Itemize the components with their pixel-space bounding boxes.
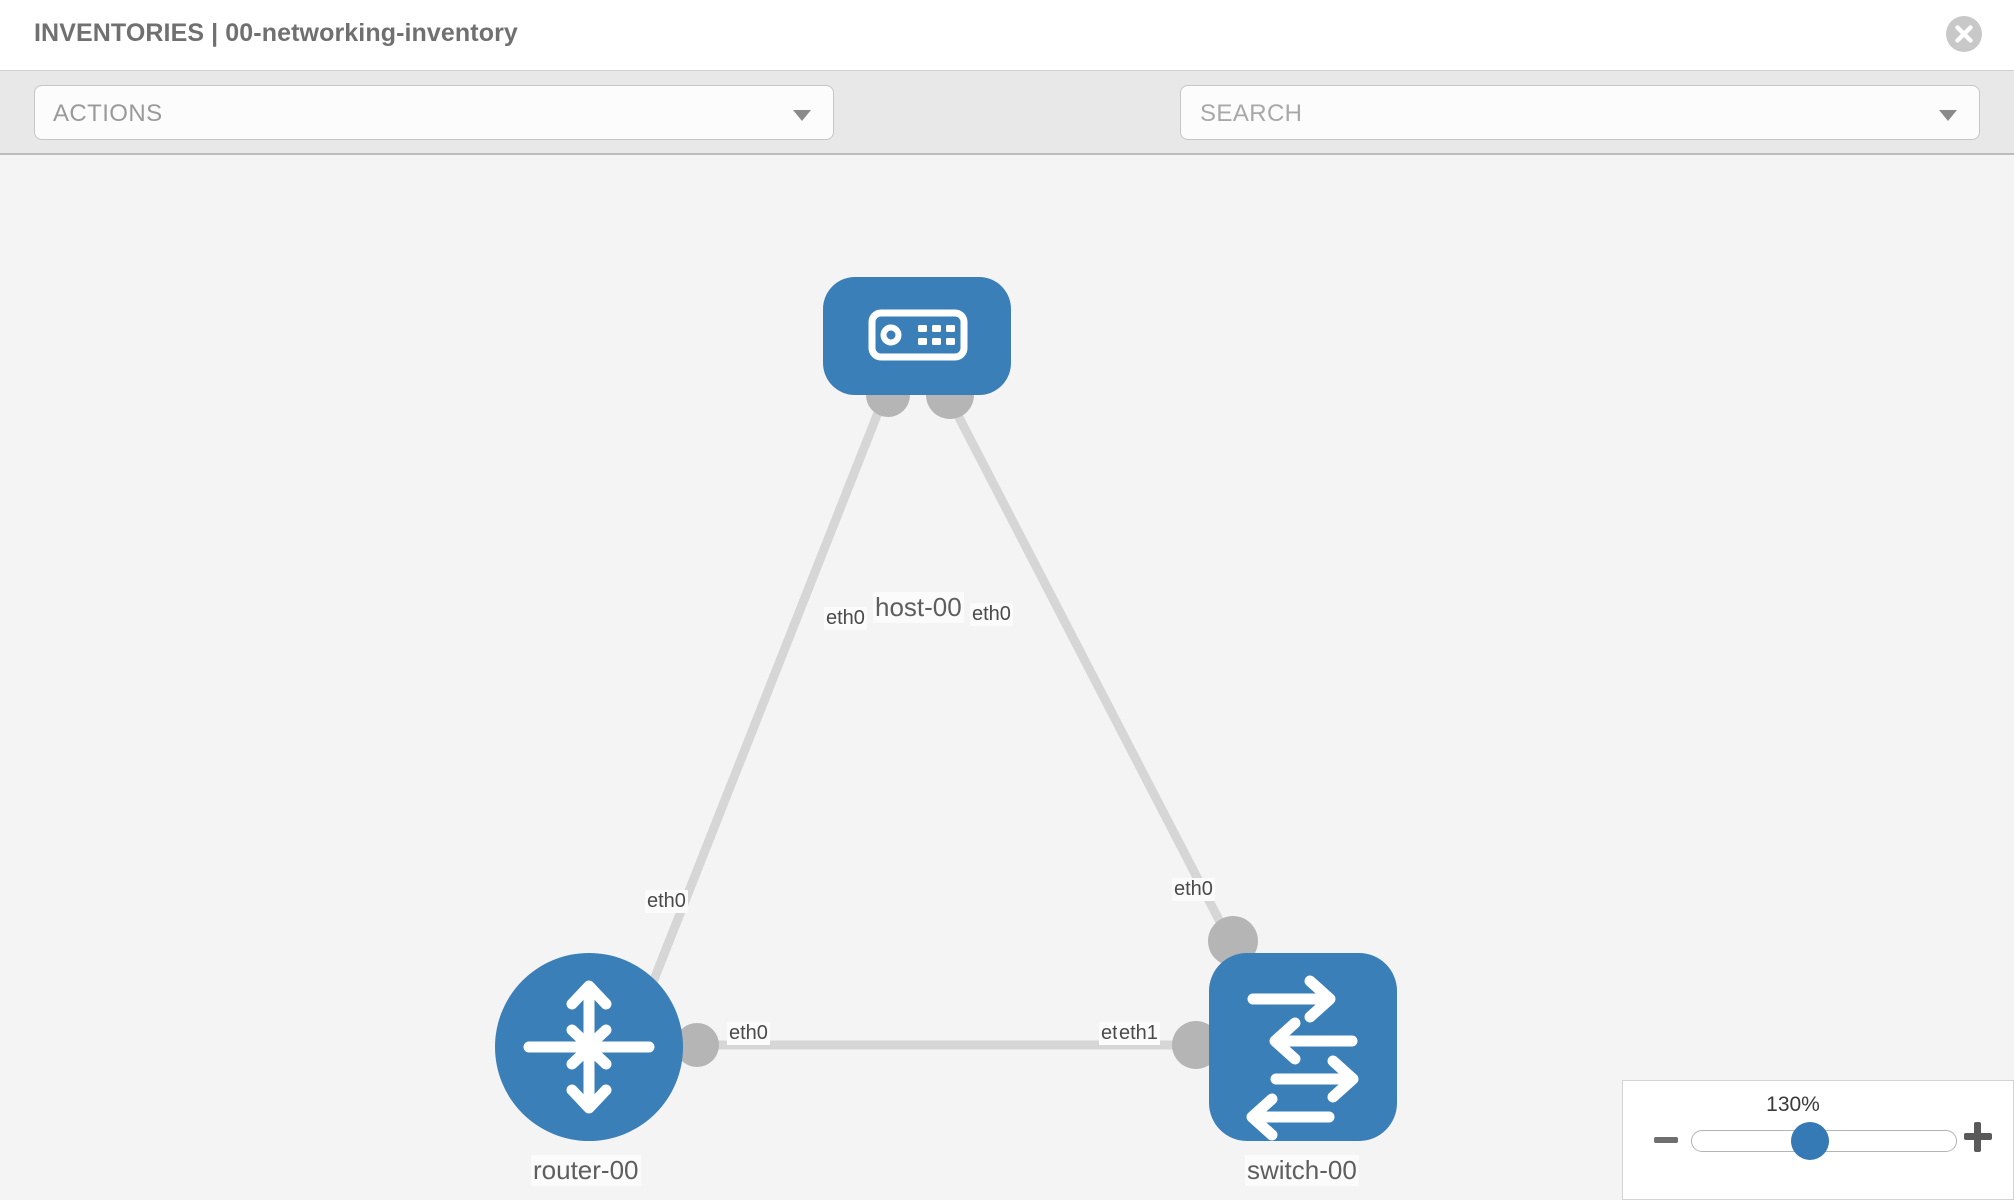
node-label-switch-00: switch-00 [1245,1155,1359,1186]
edge-host-switch [946,397,1236,948]
switch-arrows-icon [1246,975,1359,1141]
edge-label-switch-eth1: eth1 [1117,1022,1160,1045]
edge-host-router [635,398,888,1017]
node-router-00 [495,953,683,1141]
node-host-00 [823,277,1011,395]
connector-router-right [675,1023,719,1067]
node-label-host-00: host-00 [873,592,964,623]
toolbar: ACTIONS [0,70,2014,198]
chevron-down-icon [793,110,811,121]
edge-label-host-eth0-left: eth0 [824,607,867,630]
search-chevron-down-icon[interactable] [1939,110,1957,121]
node-label-router-00: router-00 [531,1155,641,1186]
close-icon [1946,16,1982,52]
topology-canvas[interactable]: host-00 router-00 switch-00 eth0 eth0 et… [0,155,2014,1200]
zoom-in-button[interactable] [1963,1120,1993,1159]
edge-label-router-eth0-up: eth0 [645,890,688,913]
actions-dropdown-label: ACTIONS [53,100,163,127]
close-button[interactable] [1946,16,1982,52]
edge-label-host-eth0-right: eth0 [970,603,1013,626]
page-header: INVENTORIES | 00-networking-inventory [0,0,2014,70]
actions-dropdown[interactable]: ACTIONS [34,85,834,140]
server-icon [868,309,968,361]
connector-switch-left [1172,1021,1220,1069]
edge-label-switch-eth0-up: eth0 [1172,878,1215,901]
zoom-percent-label: 130% [1766,1093,1820,1116]
minus-icon [1654,1137,1678,1143]
page-title: INVENTORIES | 00-networking-inventory [34,19,518,47]
node-switch-00 [1209,953,1397,1141]
topology-graph [495,277,1397,1141]
zoom-slider-thumb[interactable] [1791,1122,1829,1160]
zoom-out-button[interactable] [1653,1128,1679,1159]
zoom-control: 130% [1622,1080,2014,1200]
edge-label-router-eth0-right: eth0 [727,1022,770,1045]
router-arrows-icon [523,980,655,1114]
search-input[interactable] [1198,86,1902,141]
connector-dots [675,371,1258,1069]
plus-icon [1964,1122,1992,1152]
search-box[interactable] [1180,85,1980,141]
